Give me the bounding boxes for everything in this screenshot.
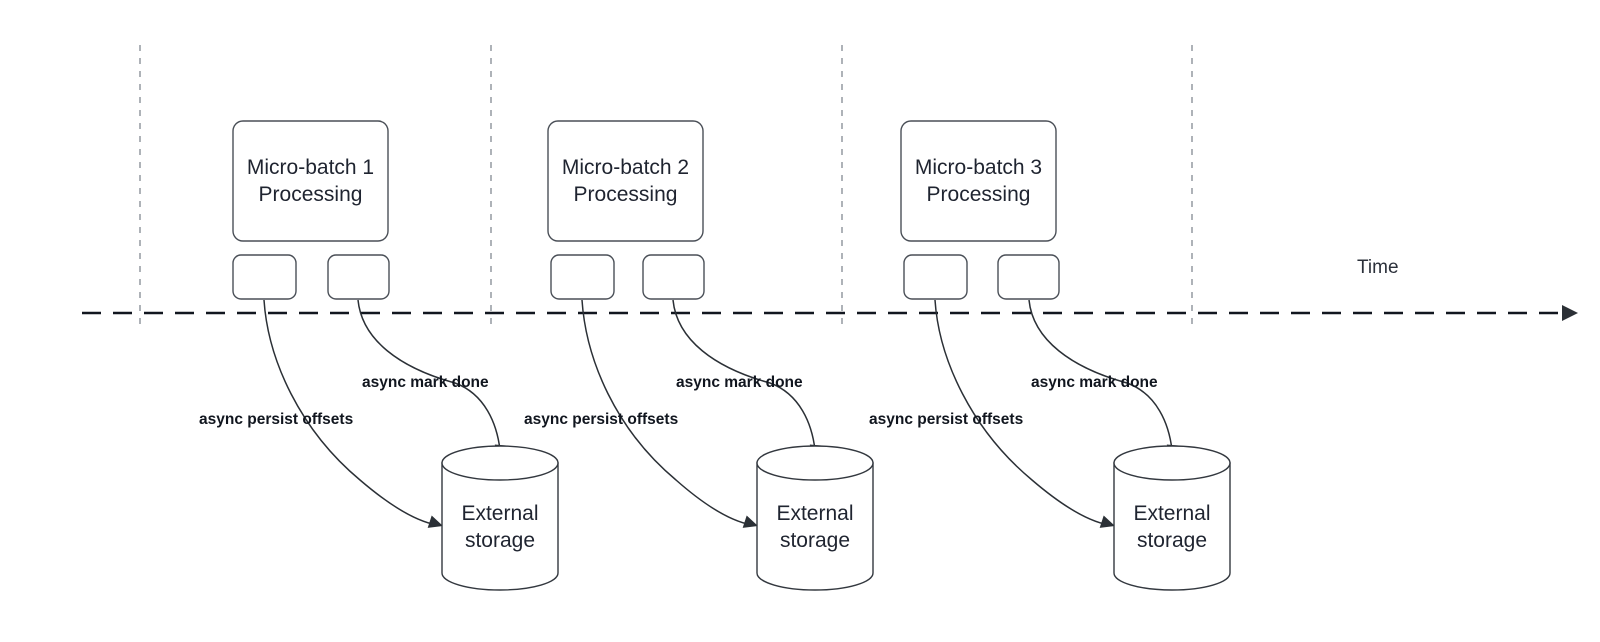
async-mark-done-label-1: async mark done bbox=[362, 374, 489, 391]
storage-cylinder-body-2[interactable] bbox=[756, 462, 874, 591]
mark-done-task-3[interactable] bbox=[997, 254, 1060, 300]
storage-cylinder-lid-2 bbox=[756, 445, 874, 481]
process-box-1[interactable] bbox=[232, 120, 389, 242]
persist-offsets-task-1[interactable] bbox=[232, 254, 297, 300]
process-box-label-1: Micro-batch 1 Processing bbox=[247, 156, 374, 206]
storage-label-1: External storage bbox=[461, 502, 538, 552]
process-box-3[interactable] bbox=[900, 120, 1057, 242]
async-persist-offsets-path bbox=[263, 299, 438, 526]
process-box-label-2: Micro-batch 2 Processing bbox=[562, 156, 689, 206]
async-persist-offsets-arrow-icon bbox=[427, 515, 443, 528]
storage-cylinder-lid-3 bbox=[1113, 445, 1231, 481]
process-box-label-line1: Micro-batch 2 bbox=[562, 156, 689, 179]
storage-label-line2: storage bbox=[465, 529, 535, 552]
storage-cylinder-body-3[interactable] bbox=[1113, 462, 1231, 591]
async-mark-done-path bbox=[357, 299, 501, 451]
process-box-label-line1: Micro-batch 1 bbox=[247, 156, 374, 179]
process-box-2[interactable] bbox=[547, 120, 704, 242]
async-persist-offsets-label-3: async persist offsets bbox=[869, 411, 1023, 428]
process-box-label-line2: Processing bbox=[259, 183, 363, 206]
storage-cylinder-lid-1 bbox=[441, 445, 559, 481]
storage-label-line1: External bbox=[461, 502, 538, 525]
time-axis-label: Time bbox=[1357, 257, 1399, 278]
async-persist-offsets-path bbox=[934, 299, 1110, 526]
timeline-gridlines bbox=[139, 45, 1193, 326]
storage-label-line1: External bbox=[776, 502, 853, 525]
storage-label-2: External storage bbox=[776, 502, 853, 552]
async-persist-offsets-path bbox=[581, 299, 753, 526]
process-box-label-line2: Processing bbox=[574, 183, 678, 206]
async-mark-done-label-2: async mark done bbox=[676, 374, 803, 391]
async-mark-done-path bbox=[672, 299, 816, 451]
time-axis-arrow-icon bbox=[1562, 305, 1578, 321]
storage-label-line2: storage bbox=[1137, 529, 1207, 552]
async-persist-offsets-arrow-icon bbox=[1099, 515, 1115, 528]
persist-offsets-task-2[interactable] bbox=[550, 254, 615, 300]
storage-label-line1: External bbox=[1133, 502, 1210, 525]
async-persist-offsets-label-1: async persist offsets bbox=[199, 411, 353, 428]
process-box-label-line2: Processing bbox=[927, 183, 1031, 206]
storage-label-line2: storage bbox=[780, 529, 850, 552]
async-mark-done-label-3: async mark done bbox=[1031, 374, 1158, 391]
storage-label-3: External storage bbox=[1133, 502, 1210, 552]
timeline-axis: Time bbox=[82, 257, 1578, 321]
storage-cylinder-body-1[interactable] bbox=[441, 462, 559, 591]
async-mark-done-path bbox=[1028, 299, 1173, 451]
persist-offsets-task-3[interactable] bbox=[903, 254, 968, 300]
diagram-labels: async persist offsets async mark done asyn… bbox=[199, 374, 1158, 428]
process-box-label-line1: Micro-batch 3 bbox=[915, 156, 1042, 179]
mark-done-task-2[interactable] bbox=[642, 254, 705, 300]
mark-done-task-1[interactable] bbox=[327, 254, 390, 300]
process-box-label-3: Micro-batch 3 Processing bbox=[915, 156, 1042, 206]
async-persist-offsets-label-2: async persist offsets bbox=[524, 411, 678, 428]
async-persist-offsets-arrow-icon bbox=[742, 515, 758, 528]
